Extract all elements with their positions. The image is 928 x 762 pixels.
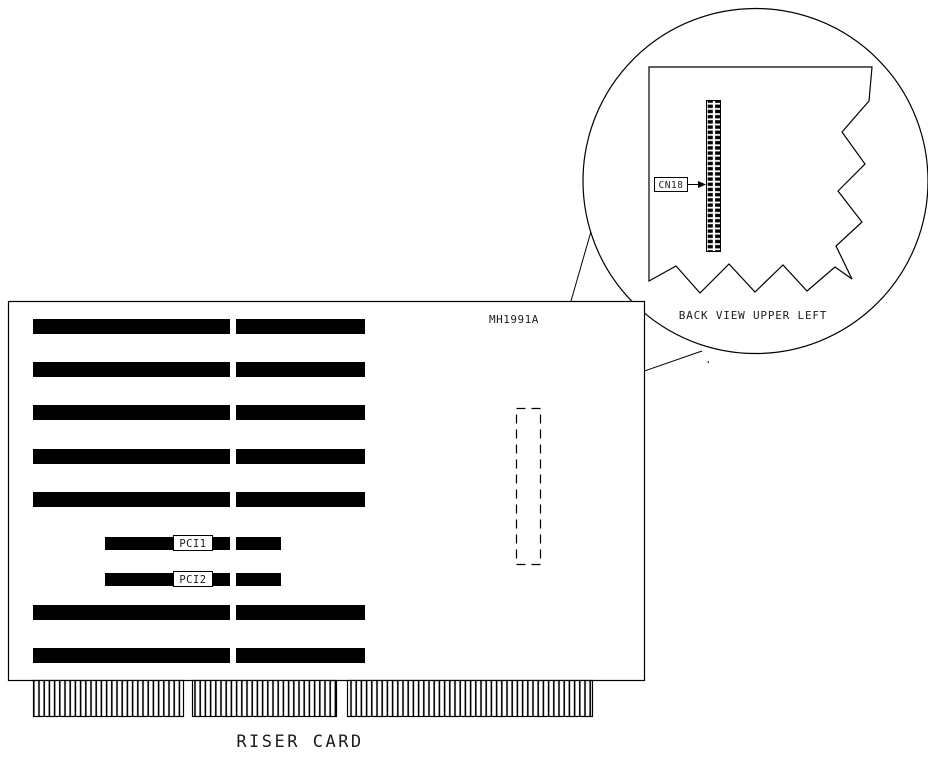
isa-slot-bar-long: [33, 319, 230, 334]
isa-slot-bar-short: [236, 319, 365, 334]
detail-view-caption: BACK VIEW UPPER LEFT: [679, 309, 827, 322]
riser-board-outline: [7, 300, 646, 682]
pci1-label-box: [173, 535, 213, 551]
isa-slot-bar-long: [33, 362, 230, 377]
cn18-tag-pointer-arrow-icon: [698, 181, 706, 188]
isa-slot-bar-long: [33, 648, 230, 663]
pci2-slot-bar-short: [236, 573, 281, 586]
stray-period-dot: .: [705, 353, 712, 366]
figure-caption: RISER CARD: [236, 732, 363, 752]
isa-slot-bar-short: [236, 492, 365, 507]
board-part-number: MH1991A: [489, 313, 539, 326]
pci2-label: PCI2: [179, 574, 206, 586]
isa-slot-bar-long: [33, 605, 230, 620]
isa-slot-bar-long: [33, 405, 230, 420]
isa-slot-bar-short: [236, 449, 365, 464]
cn18-tag-label: CN18: [659, 180, 684, 191]
edge-connector-tab-1: [32, 679, 185, 718]
isa-slot-bar-short: [236, 605, 365, 620]
isa-slot-bar-short: [236, 362, 365, 377]
torn-board-corner: [648, 66, 873, 294]
isa-slot-bar-short: [236, 405, 365, 420]
isa-slot-bar-long: [33, 492, 230, 507]
isa-slot-bar-short: [236, 648, 365, 663]
cn18-connector: [706, 100, 721, 252]
pci1-slot-bar-short: [236, 537, 281, 550]
edge-connector-tab-3: [346, 679, 594, 718]
edge-connector-tab-2: [191, 679, 338, 718]
isa-slot-group: [33, 319, 365, 663]
pci1-label: PCI1: [179, 538, 206, 550]
pci2-label-box: [173, 571, 213, 587]
isa-slot-bar-long: [33, 449, 230, 464]
